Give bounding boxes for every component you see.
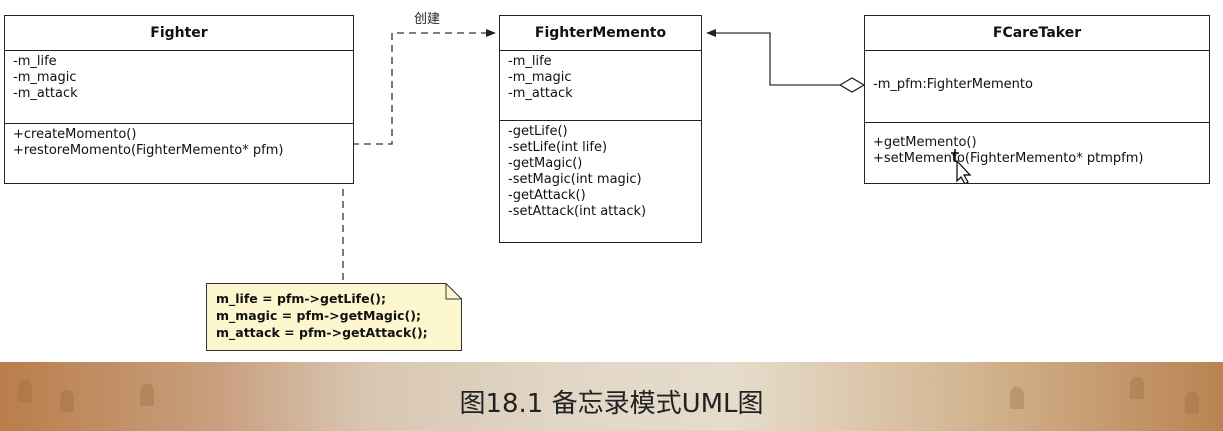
tree-decoration-icon bbox=[1010, 387, 1024, 409]
memento-class-box[interactable]: FighterMemento -m_life -m_magic -m_attac… bbox=[499, 15, 702, 243]
tree-decoration-icon bbox=[1130, 377, 1144, 399]
memento-operations: -getLife() -setLife(int life) -getMagic(… bbox=[500, 121, 701, 223]
fighter-attributes: -m_life -m_magic -m_attack bbox=[5, 51, 353, 124]
aggregation-diamond bbox=[838, 77, 866, 93]
fighter-class-box[interactable]: Fighter -m_life -m_magic -m_attack +crea… bbox=[4, 15, 354, 184]
caretaker-attribute: -m_pfm:FighterMemento bbox=[873, 77, 1033, 92]
figure-caption: 图18.1 备忘录模式UML图 bbox=[459, 389, 764, 419]
memento-attribute: -m_life bbox=[508, 54, 552, 69]
tree-decoration-icon bbox=[18, 380, 32, 402]
fighter-attribute: -m_magic bbox=[13, 70, 77, 85]
fighter-operations: +createMomento() +restoreMomento(Fighter… bbox=[5, 124, 353, 162]
caretaker-operation: +setMemento(FighterMemento* ptmpfm) bbox=[873, 151, 1144, 166]
tree-decoration-icon bbox=[140, 384, 154, 406]
tree-decoration-icon bbox=[60, 390, 74, 412]
aggregation-connector bbox=[712, 32, 840, 86]
caretaker-attributes: -m_pfm:FighterMemento bbox=[865, 51, 1209, 123]
note-line: m_attack = pfm->getAttack(); bbox=[216, 325, 428, 340]
create-relation-label: 创建 bbox=[414, 12, 441, 27]
fighter-operation: +restoreMomento(FighterMemento* pfm) bbox=[13, 143, 284, 158]
fighter-operation: +createMomento() bbox=[13, 127, 137, 142]
caretaker-operation: +getMemento() bbox=[873, 135, 977, 150]
memento-attribute: -m_attack bbox=[508, 86, 573, 101]
note-line: m_magic = pfm->getMagic(); bbox=[216, 308, 421, 323]
memento-attributes: -m_life -m_magic -m_attack bbox=[500, 51, 701, 121]
memento-operation: -getMagic() bbox=[508, 156, 583, 171]
memento-attribute: -m_magic bbox=[508, 70, 572, 85]
note-line: m_life = pfm->getLife(); bbox=[216, 291, 387, 306]
note-shape bbox=[206, 283, 462, 351]
caption-banner bbox=[0, 362, 1223, 431]
uml-diagram-canvas: 创建 Fighter -m_life -m_magic -m_attack +c… bbox=[4, 12, 1210, 351]
aggregation-arrowhead bbox=[706, 29, 716, 37]
memento-operation: -setMagic(int magic) bbox=[508, 172, 642, 187]
fighter-attribute: -m_life bbox=[13, 54, 57, 69]
mouse-cursor-icon bbox=[951, 149, 972, 183]
note-text: m_life = pfm->getLife(); m_magic = pfm->… bbox=[216, 290, 428, 341]
tree-decoration-icon bbox=[1185, 392, 1199, 414]
memento-operation: -getAttack() bbox=[508, 188, 586, 203]
caretaker-class-box[interactable]: FCareTaker -m_pfm:FighterMemento +getMem… bbox=[864, 15, 1210, 184]
fighter-attribute: -m_attack bbox=[13, 86, 78, 101]
memento-operation: -setAttack(int attack) bbox=[508, 204, 647, 219]
caretaker-class-name: FCareTaker bbox=[865, 16, 1209, 51]
memento-operation: -setLife(int life) bbox=[508, 140, 608, 155]
fighter-class-name: Fighter bbox=[5, 16, 353, 51]
memento-operation: -getLife() bbox=[508, 124, 568, 139]
caretaker-operations: +getMemento() +setMemento(FighterMemento… bbox=[865, 123, 1209, 170]
memento-class-name: FighterMemento bbox=[500, 16, 701, 51]
dependency-arrowhead bbox=[486, 29, 496, 37]
code-note[interactable]: m_life = pfm->getLife(); m_magic = pfm->… bbox=[206, 283, 462, 351]
